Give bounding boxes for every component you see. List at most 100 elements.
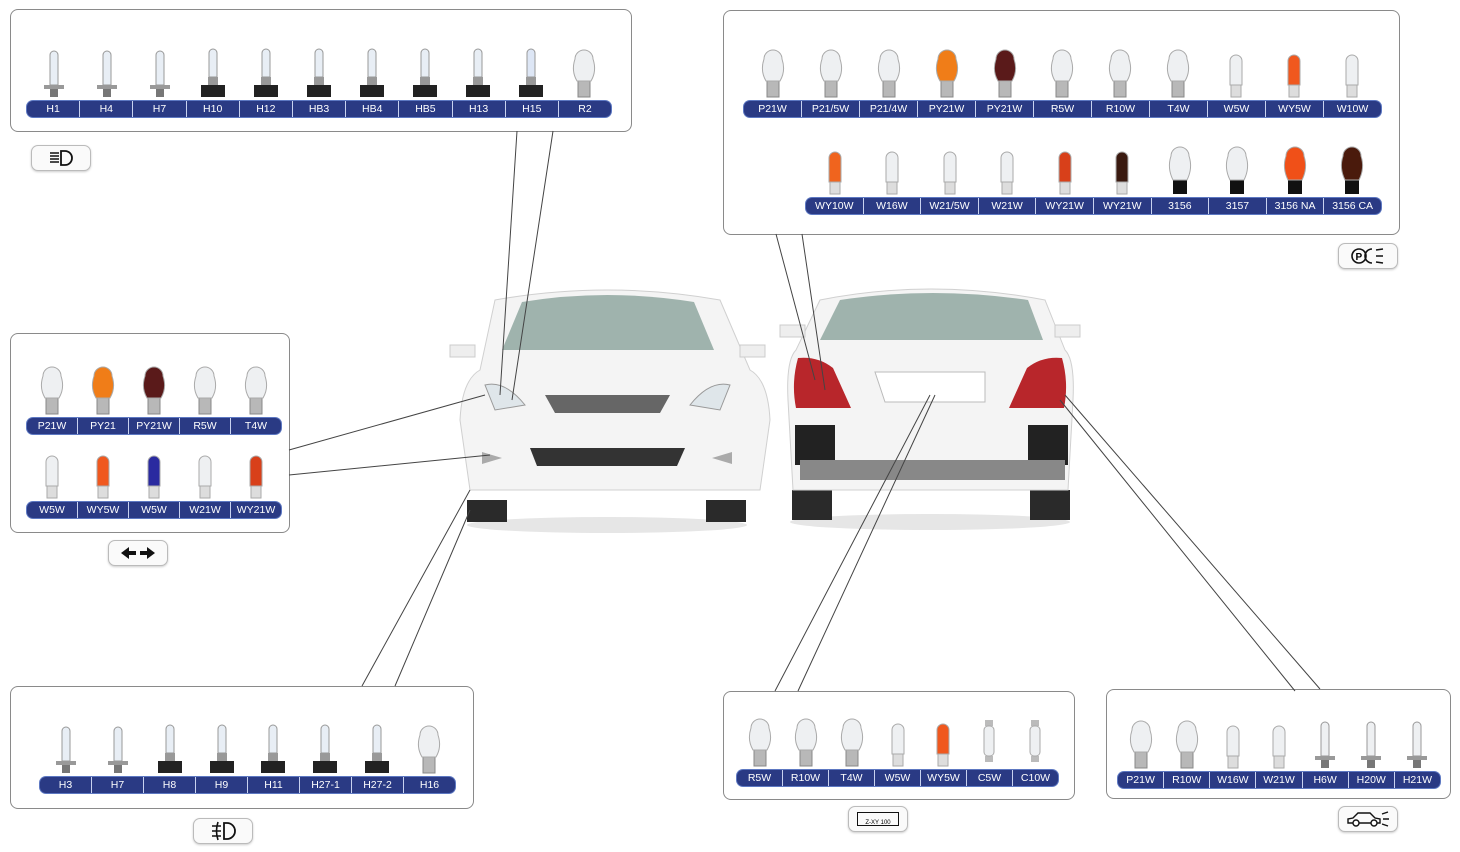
- bulb-label[interactable]: W5W: [1207, 101, 1265, 117]
- bulb-label[interactable]: 3156 CA: [1323, 198, 1381, 214]
- bulb-label[interactable]: 3157: [1208, 198, 1266, 214]
- bulb-label[interactable]: H11: [247, 777, 299, 793]
- bulb-label[interactable]: W5W: [874, 770, 920, 786]
- bulb-image[interactable]: [1012, 710, 1058, 770]
- bulb-label[interactable]: W21W: [977, 198, 1036, 214]
- bulb-image[interactable]: [976, 41, 1034, 101]
- bulb-image[interactable]: [179, 358, 230, 418]
- bulb-label[interactable]: W16W: [1209, 772, 1255, 788]
- bulb-label[interactable]: PY21: [77, 418, 128, 434]
- bulb-image[interactable]: [78, 442, 129, 502]
- bulb-image[interactable]: [80, 41, 133, 101]
- bulb-label[interactable]: H21W: [1393, 772, 1440, 788]
- bulb-image[interactable]: [864, 138, 922, 198]
- bulb-image[interactable]: [292, 41, 345, 101]
- bulb-image[interactable]: [299, 717, 351, 777]
- bulb-label[interactable]: WY21W: [1035, 198, 1093, 214]
- bulb-image[interactable]: [1266, 138, 1324, 198]
- bulb-image[interactable]: [129, 358, 180, 418]
- bulb-image[interactable]: [179, 442, 230, 502]
- bulb-label[interactable]: P21W: [37, 420, 67, 432]
- bulb-image[interactable]: [1094, 138, 1152, 198]
- bulb-label[interactable]: H13: [451, 101, 505, 117]
- bulb-image[interactable]: [875, 710, 921, 770]
- bulb-image[interactable]: [920, 710, 966, 770]
- bulb-image[interactable]: [1034, 41, 1092, 101]
- bulb-image[interactable]: [806, 138, 864, 198]
- bulb-label[interactable]: H1: [46, 103, 60, 115]
- bulb-label[interactable]: R10W: [1163, 772, 1209, 788]
- interior-light-button[interactable]: [1338, 806, 1398, 832]
- bulb-label[interactable]: H15: [504, 101, 558, 117]
- bulb-image[interactable]: [239, 41, 292, 101]
- bulb-label[interactable]: HB3: [291, 101, 345, 117]
- bulb-label[interactable]: 3156 NA: [1265, 198, 1324, 214]
- bulb-image[interactable]: [399, 41, 452, 101]
- bulb-label[interactable]: PY21W: [975, 101, 1033, 117]
- bulb-label[interactable]: WY10W: [815, 200, 854, 212]
- bulb-image[interactable]: [1323, 41, 1381, 101]
- bulb-image[interactable]: [351, 717, 403, 777]
- bulb-label[interactable]: H12: [238, 101, 292, 117]
- bulb-image[interactable]: [860, 41, 918, 101]
- bulb-image[interactable]: [737, 710, 783, 770]
- bulb-label[interactable]: R10W: [1091, 101, 1149, 117]
- bulb-label[interactable]: WY5W: [77, 502, 128, 518]
- bulb-label[interactable]: W10W: [1323, 101, 1381, 117]
- bulb-image[interactable]: [829, 710, 875, 770]
- bulb-image[interactable]: [27, 41, 80, 101]
- bulb-image[interactable]: [1164, 712, 1210, 772]
- bulb-image[interactable]: [186, 41, 239, 101]
- parking-light-button[interactable]: P: [1338, 243, 1398, 269]
- bulb-image[interactable]: [27, 442, 78, 502]
- bulb-label[interactable]: T4W: [828, 770, 874, 786]
- bulb-label[interactable]: C5W: [966, 770, 1012, 786]
- bulb-label[interactable]: H3: [58, 779, 73, 791]
- license-plate-light-button[interactable]: Z-XY 100: [848, 806, 908, 832]
- bulb-label[interactable]: PY21W: [917, 101, 975, 117]
- bulb-label[interactable]: H27-2: [351, 777, 403, 793]
- turn-signal-button[interactable]: [108, 540, 168, 566]
- bulb-label[interactable]: T4W: [230, 418, 281, 434]
- bulb-label[interactable]: WY5W: [920, 770, 966, 786]
- bulb-label[interactable]: W21W: [1255, 772, 1301, 788]
- bulb-label[interactable]: H4: [79, 101, 132, 117]
- bulb-image[interactable]: [196, 717, 248, 777]
- bulb-image[interactable]: [1265, 41, 1323, 101]
- bulb-label[interactable]: HB4: [345, 101, 398, 117]
- bulb-image[interactable]: [1394, 712, 1440, 772]
- bulb-image[interactable]: [144, 717, 196, 777]
- bulb-image[interactable]: [979, 138, 1037, 198]
- bulb-label[interactable]: W5W: [39, 504, 65, 516]
- bulb-image[interactable]: [802, 41, 860, 101]
- bulb-image[interactable]: [1036, 138, 1094, 198]
- bulb-label[interactable]: 3156: [1150, 198, 1209, 214]
- bulb-label[interactable]: P21W: [1126, 774, 1155, 786]
- bulb-label[interactable]: C10W: [1012, 770, 1058, 786]
- bulb-label[interactable]: H8: [143, 777, 195, 793]
- bulb-image[interactable]: [403, 717, 455, 777]
- bulb-label[interactable]: W21W: [179, 502, 230, 518]
- bulb-image[interactable]: [1149, 41, 1207, 101]
- bulb-label[interactable]: W16W: [862, 198, 921, 214]
- bulb-image[interactable]: [1348, 712, 1394, 772]
- bulb-image[interactable]: [230, 442, 281, 502]
- bulb-image[interactable]: [505, 41, 558, 101]
- bulb-image[interactable]: [346, 41, 399, 101]
- bulb-label[interactable]: P21/4W: [859, 101, 917, 117]
- bulb-label[interactable]: H10: [185, 101, 239, 117]
- bulb-image[interactable]: [40, 717, 92, 777]
- bulb-label[interactable]: WY5W: [1265, 101, 1323, 117]
- bulb-label[interactable]: P21/5W: [801, 101, 859, 117]
- bulb-image[interactable]: [1324, 138, 1382, 198]
- bulb-label[interactable]: W5W: [128, 502, 179, 518]
- bulb-label[interactable]: H27-1: [299, 777, 351, 793]
- bulb-label[interactable]: H20W: [1347, 772, 1394, 788]
- bulb-label[interactable]: T4W: [1149, 101, 1207, 117]
- bulb-label[interactable]: H7: [91, 777, 143, 793]
- low-beam-headlight-button[interactable]: [31, 145, 91, 171]
- bulb-image[interactable]: [966, 710, 1012, 770]
- fog-light-button[interactable]: [193, 818, 253, 844]
- bulb-image[interactable]: [1256, 712, 1302, 772]
- bulb-label[interactable]: R5W: [1033, 101, 1091, 117]
